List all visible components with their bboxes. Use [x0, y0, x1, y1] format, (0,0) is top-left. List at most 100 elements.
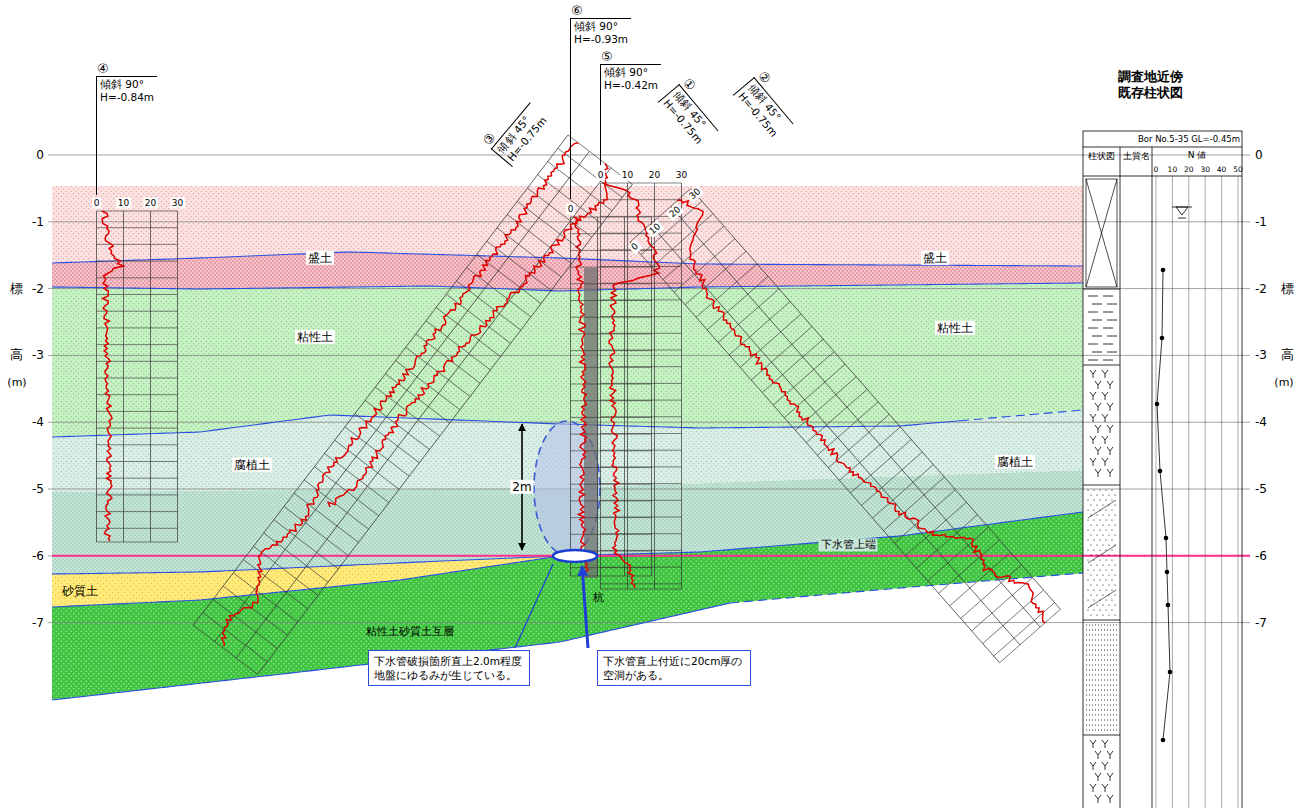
- log-line: [1172, 207, 1192, 208]
- peat-symbol: [1095, 751, 1101, 759]
- sand-dot: [1087, 539, 1088, 540]
- sand-dot: [1111, 499, 1112, 500]
- sand-dot: [1114, 534, 1115, 535]
- grid-line: [203, 613, 267, 662]
- callout-box: 下水管直上付近に20cm厚の 空洞がある。: [597, 650, 751, 686]
- grid-line: [861, 452, 922, 505]
- grid-line: [96, 211, 97, 542]
- scale-value: 20: [666, 202, 685, 220]
- grid-line: [850, 439, 911, 492]
- axis-value: -5: [1255, 482, 1267, 496]
- sand-dot: [1108, 614, 1109, 615]
- sand-dot: [1111, 579, 1112, 580]
- peat-symbol: [1095, 773, 1101, 781]
- sand-dot: [1114, 554, 1115, 555]
- sand-dot: [1105, 579, 1106, 580]
- peat-symbol: [1090, 414, 1096, 422]
- sand-dot: [1090, 544, 1091, 545]
- log-line: [1086, 725, 1117, 726]
- peat-symbol: [1102, 458, 1108, 466]
- log-line: [1107, 320, 1117, 321]
- grid-line: [97, 311, 178, 312]
- log-title: 調査地近傍 既存柱状図: [1117, 69, 1184, 100]
- layer-name: 盛土: [921, 251, 949, 265]
- sand-dot: [1093, 589, 1094, 590]
- n-value-dot: [1161, 268, 1166, 273]
- axis-value: 0: [1255, 148, 1263, 162]
- scale-value: 30: [674, 170, 689, 181]
- pile-label: 杭: [593, 591, 604, 604]
- sand-dot: [1099, 489, 1100, 490]
- grid-line: [601, 500, 682, 501]
- log-line: [1086, 179, 1117, 287]
- probe-header: ②傾斜 45° H=-0.75m: [733, 68, 804, 142]
- grid-line: [600, 183, 601, 589]
- log-line: [1083, 176, 1242, 177]
- grid-line: [254, 546, 318, 595]
- elevation-line: [48, 489, 1250, 490]
- log-scale-value: 20: [1184, 165, 1194, 174]
- grid-line: [97, 378, 178, 379]
- grid-line: [215, 151, 590, 641]
- sand-dot: [1087, 569, 1088, 570]
- sand-dot: [1099, 519, 1100, 520]
- probe-header-line: [96, 104, 97, 195]
- layer-name: 砂質土: [62, 584, 98, 598]
- sand-dot: [1102, 614, 1103, 615]
- sand-dot: [1093, 609, 1094, 610]
- sand-dot: [1108, 524, 1109, 525]
- grid-line: [740, 314, 801, 367]
- log-line: [1092, 336, 1102, 337]
- layer-boundary: [52, 556, 560, 607]
- log-line: [1086, 640, 1117, 641]
- axis-value: -2: [32, 281, 44, 295]
- axis-value: -7: [1255, 615, 1267, 629]
- grid-line: [895, 490, 956, 543]
- log-scale-value: 10: [1168, 165, 1178, 174]
- sand-dot: [1090, 554, 1091, 555]
- log-line: [1103, 360, 1113, 361]
- log-line: [1083, 620, 1120, 621]
- log-line: [1242, 147, 1243, 808]
- axis-value: -2: [1255, 281, 1267, 295]
- log-line: [1086, 625, 1117, 626]
- sand-dot: [1102, 504, 1103, 505]
- sand-dot: [1096, 594, 1097, 595]
- scale-value: 10: [646, 220, 665, 238]
- peat-symbol: [1095, 403, 1101, 411]
- grid-line: [651, 217, 652, 576]
- log-line: [1238, 176, 1239, 808]
- sand-dot: [1102, 574, 1103, 575]
- grid-line: [795, 377, 856, 430]
- grid-line: [718, 289, 779, 342]
- log-title-row: [1083, 131, 1242, 147]
- axis-value: -1: [1255, 215, 1267, 229]
- axis-title: 高: [10, 348, 23, 364]
- log-line: [1083, 735, 1120, 736]
- sand-dot: [1111, 589, 1112, 590]
- log-line: [1083, 289, 1120, 290]
- grid-line: [375, 387, 439, 436]
- elevation-line: [48, 422, 1250, 423]
- grid-line: [872, 465, 933, 518]
- grid-line: [601, 517, 682, 518]
- grid-line: [150, 211, 151, 542]
- grid-line: [828, 414, 889, 467]
- grid-line: [729, 301, 790, 354]
- layer-name: 腐植土: [995, 455, 1035, 469]
- log-line: [1083, 485, 1120, 486]
- peat-symbol: [1107, 381, 1113, 389]
- log-line: [1103, 296, 1113, 297]
- log-line: [1103, 344, 1113, 345]
- log-line: [1086, 695, 1117, 696]
- log-line: [1107, 304, 1117, 305]
- grid-line: [294, 493, 358, 542]
- sounding-trace: [201, 140, 598, 646]
- sand-dot: [1108, 514, 1109, 515]
- log-line: [1086, 670, 1117, 671]
- probe-spec: 傾斜 45° H=-0.75m: [491, 102, 552, 167]
- sand-dot: [1102, 554, 1103, 555]
- axis-unit: (m): [1274, 377, 1293, 390]
- leader-line: [582, 566, 588, 648]
- grid-line: [233, 573, 297, 622]
